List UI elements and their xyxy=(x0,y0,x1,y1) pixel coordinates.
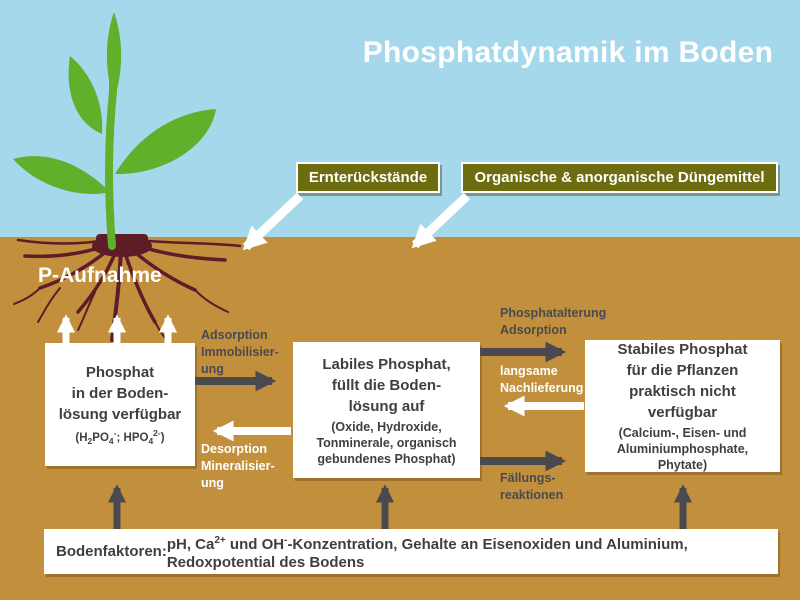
sky-background xyxy=(0,0,800,237)
page-title: Phosphatdynamik im Boden xyxy=(362,36,774,69)
p-aufnahme-label: P-Aufnahme xyxy=(38,264,162,287)
box-bodenfaktoren: Bodenfaktoren: pH, Ca2+ und OH--Konzentr… xyxy=(44,529,778,574)
label-faellungsreaktionen: Fällungs- reaktionen xyxy=(500,471,564,502)
label-phosphatalterung-adsorption: Phosphatalterung Adsorption xyxy=(500,306,607,337)
label-ernterueckstaende: Ernterückstände xyxy=(296,162,440,193)
box-stabiles-phosphat: Stabiles Phosphat für die Pflanzen prakt… xyxy=(585,340,780,472)
plant-icon xyxy=(13,12,242,349)
phosphate-formula: (H2PO4-; HPO42-) xyxy=(75,428,165,447)
label-desorption-mineralisierung: Desorption Mineralisier- ung xyxy=(201,442,275,490)
bodenfaktoren-line1: pH, Ca2+ und OH--Konzentration, Gehalte … xyxy=(166,534,688,553)
box-stabiles-phosphat-subtext: (Calcium-, Eisen- und Aluminiumphosphate… xyxy=(616,426,749,472)
roots-icon xyxy=(13,234,242,349)
label-adsorption-immobilisierung: Adsorption Immobilisier- ung xyxy=(201,328,279,376)
box-phosphat-bodenloesung-text: Phosphat in der Boden- lösung verfügbar xyxy=(58,364,182,424)
bodenfaktoren-label: Bodenfaktoren: xyxy=(56,543,167,560)
bodenfaktoren-line2: Redoxpotential des Bodens xyxy=(166,553,365,571)
label-langsame-nachlieferung: langsame Nachlieferung xyxy=(500,364,584,395)
box-labiles-phosphat: Labiles Phosphat, füllt die Boden- lösun… xyxy=(293,342,480,478)
box-labiles-phosphat-subtext: (Oxide, Hydroxide, Tonminerale, organisc… xyxy=(316,419,457,466)
box-labiles-phosphat-text: Labiles Phosphat, füllt die Boden- lösun… xyxy=(322,355,451,415)
box-stabiles-phosphat-text: Stabiles Phosphat für die Pflanzen prakt… xyxy=(617,341,748,421)
bodenfaktoren-text: pH, Ca2+ und OH--Konzentration, Gehalte … xyxy=(167,532,688,572)
seedling-icon xyxy=(13,12,216,250)
box-phosphat-bodenloesung: Phosphat in der Boden- lösung verfügbar … xyxy=(45,343,195,466)
label-duengemittel: Organische & anorganische Düngemittel xyxy=(461,162,778,193)
